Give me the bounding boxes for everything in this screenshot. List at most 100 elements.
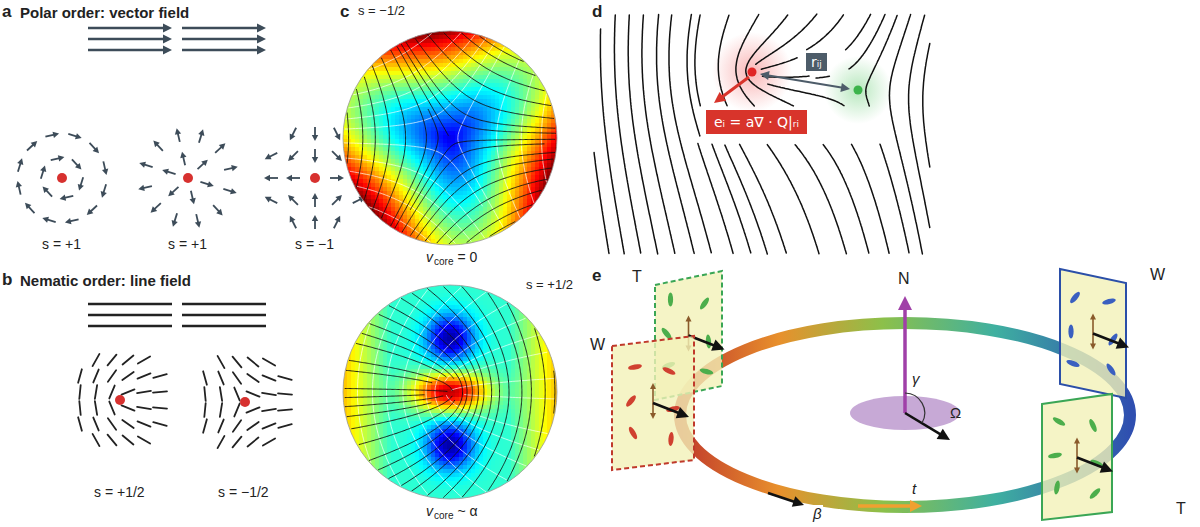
heat-cell bbox=[427, 127, 432, 132]
uniform-line bbox=[182, 325, 266, 327]
heat-cell bbox=[395, 119, 400, 124]
heat-cell bbox=[371, 55, 376, 60]
heat-cell bbox=[375, 67, 380, 72]
heat-cell bbox=[407, 179, 412, 184]
heat-cell bbox=[411, 111, 416, 116]
heat-cell bbox=[471, 119, 476, 124]
heat-cell bbox=[483, 143, 488, 148]
heat-cell bbox=[539, 95, 544, 100]
director-arrow bbox=[314, 149, 316, 158]
heat-cell bbox=[443, 31, 448, 36]
heat-cell bbox=[491, 51, 496, 56]
heat-cell bbox=[555, 99, 560, 104]
director-arrow bbox=[90, 206, 97, 212]
director-arrow bbox=[198, 163, 205, 169]
heat-cell bbox=[375, 91, 380, 96]
heat-cell bbox=[463, 99, 468, 104]
arrow-head bbox=[31, 141, 38, 147]
heat-cell bbox=[407, 103, 412, 108]
heat-cell bbox=[391, 71, 396, 76]
director-line bbox=[262, 393, 276, 395]
heat-cell bbox=[399, 151, 404, 156]
director-arrow bbox=[292, 220, 296, 228]
heat-cell bbox=[471, 155, 476, 160]
heat-cell bbox=[471, 67, 476, 72]
heat-cell bbox=[503, 123, 508, 128]
heat-cell bbox=[459, 163, 464, 168]
heat-cell bbox=[379, 103, 384, 108]
heat-cell bbox=[379, 131, 384, 136]
heat-cell bbox=[535, 111, 540, 116]
heat-cell bbox=[495, 95, 500, 100]
heat-cell bbox=[499, 71, 504, 76]
heat-cell bbox=[479, 67, 484, 72]
heat-cell bbox=[531, 127, 536, 132]
heat-cell bbox=[511, 103, 516, 108]
heat-cell bbox=[531, 107, 536, 112]
heat-cell bbox=[435, 103, 440, 108]
heat-cell bbox=[403, 99, 408, 104]
heat-cell bbox=[519, 51, 524, 56]
heat-cell bbox=[539, 99, 544, 104]
heat-cell bbox=[431, 51, 436, 56]
heat-cell bbox=[411, 99, 416, 104]
heat-cell bbox=[487, 123, 492, 128]
arrow-head bbox=[175, 128, 181, 135]
heat-cell bbox=[387, 63, 392, 68]
heat-cell bbox=[519, 91, 524, 96]
heat-cell bbox=[499, 67, 504, 72]
heat-cell bbox=[367, 123, 372, 128]
heat-cell bbox=[491, 131, 496, 136]
heat-cell bbox=[395, 167, 400, 172]
heat-cell bbox=[399, 119, 404, 124]
heat-cell bbox=[515, 71, 520, 76]
director-arrow bbox=[269, 199, 277, 203]
heat-cell bbox=[383, 147, 388, 152]
heat-cell bbox=[455, 147, 460, 152]
heat-cell bbox=[431, 99, 436, 104]
uniform-line bbox=[88, 314, 172, 316]
heat-cell bbox=[407, 151, 412, 156]
heat-cell bbox=[455, 103, 460, 108]
heat-cell bbox=[407, 131, 412, 136]
director-arrow bbox=[68, 134, 77, 137]
heat-cell bbox=[383, 139, 388, 144]
heatmap bbox=[343, 31, 560, 248]
heat-cell bbox=[451, 167, 456, 172]
director-line bbox=[263, 439, 275, 446]
heat-cell bbox=[495, 103, 500, 108]
heat-cell bbox=[355, 135, 360, 140]
heat-cell bbox=[351, 123, 356, 128]
heat-cell bbox=[411, 39, 416, 44]
heat-cell bbox=[471, 47, 476, 52]
heat-cell bbox=[499, 95, 504, 100]
heat-cell bbox=[443, 175, 448, 180]
heat-cell bbox=[427, 155, 432, 160]
heat-cell bbox=[383, 143, 388, 148]
heat-cell bbox=[479, 131, 484, 136]
director-arrow bbox=[178, 133, 180, 142]
heat-cell bbox=[467, 175, 472, 180]
director-line bbox=[220, 387, 222, 401]
director-line bbox=[108, 435, 117, 446]
heat-cell bbox=[503, 135, 508, 140]
heat-cell bbox=[347, 147, 352, 152]
heat-cell bbox=[451, 31, 456, 36]
director-line bbox=[263, 375, 276, 380]
heat-cell bbox=[487, 163, 492, 168]
heat-cell bbox=[547, 119, 552, 124]
heat-cell bbox=[447, 127, 452, 132]
heat-cell bbox=[431, 47, 436, 52]
heat-cell bbox=[407, 147, 412, 152]
heat-cell bbox=[383, 155, 388, 160]
heat-cell bbox=[439, 79, 444, 84]
heat-cell bbox=[387, 91, 392, 96]
heat-cell bbox=[551, 143, 556, 148]
director-line bbox=[153, 391, 167, 392]
director-line bbox=[138, 437, 150, 444]
heat-cell bbox=[531, 135, 536, 140]
heat-cell bbox=[367, 63, 372, 68]
arrow-head bbox=[201, 160, 208, 166]
heat-cell bbox=[487, 115, 492, 120]
heat-cell bbox=[515, 127, 520, 132]
